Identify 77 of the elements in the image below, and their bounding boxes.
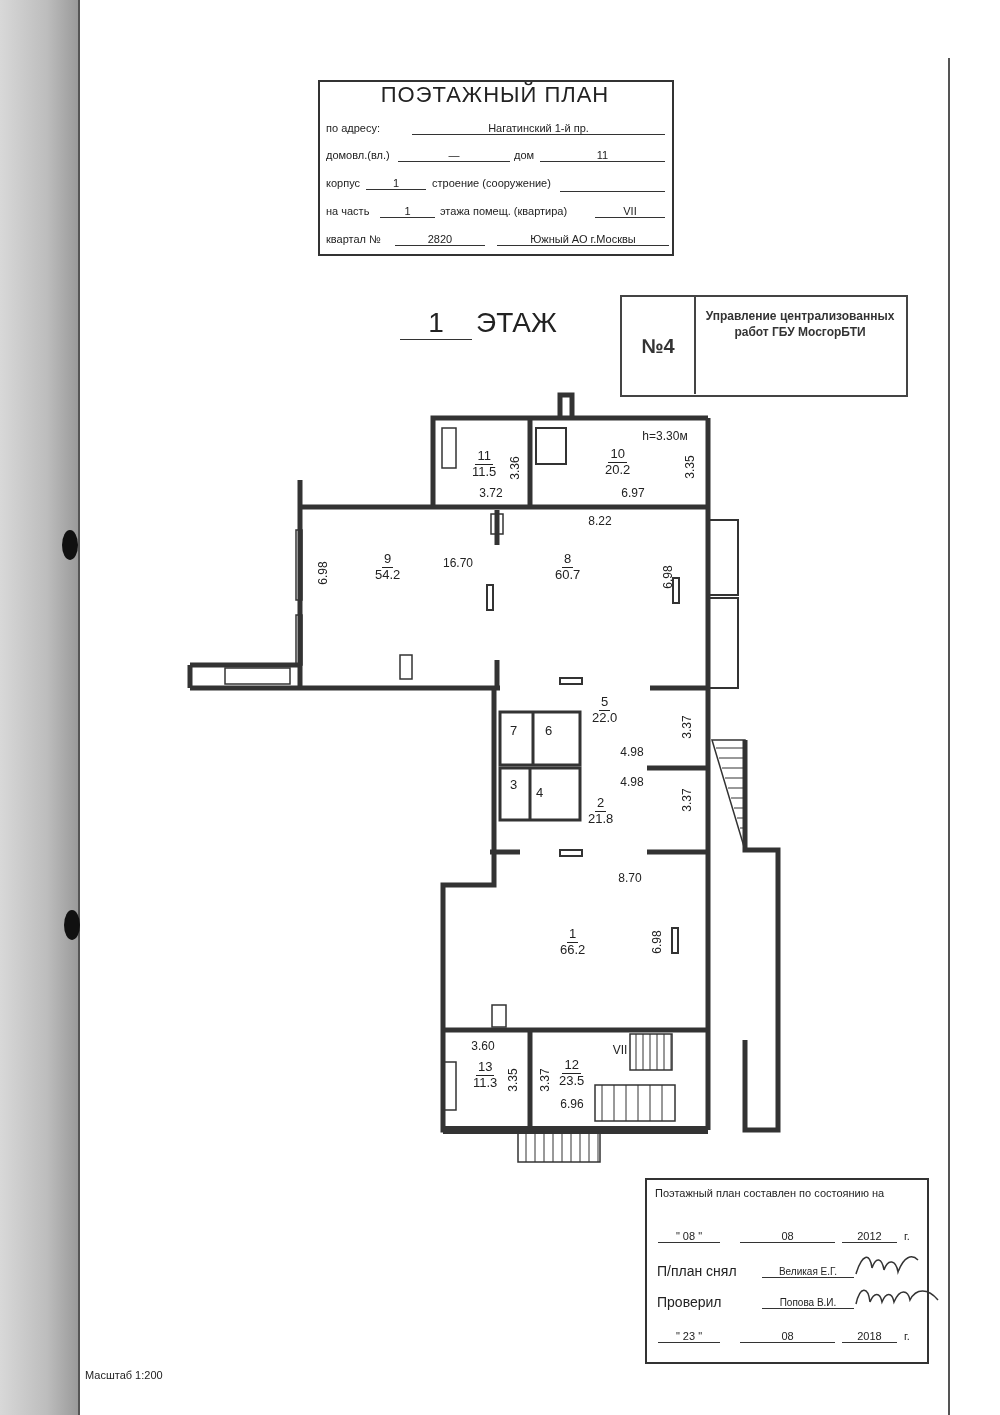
room-number: 9 bbox=[382, 552, 394, 568]
form-label: на часть bbox=[326, 205, 370, 218]
form-label: корпус bbox=[326, 177, 360, 190]
form-label: домовл.(вл.) bbox=[326, 149, 390, 162]
dimension-label: 3.35 bbox=[507, 1068, 519, 1092]
room-number: 6 bbox=[544, 724, 554, 739]
field-value: 08 bbox=[740, 1230, 835, 1244]
room-area: 22.0 bbox=[592, 710, 618, 726]
field-value: 1 bbox=[380, 205, 435, 219]
field-value: Великая Е.Г. bbox=[762, 1266, 854, 1278]
form-label: дом bbox=[514, 149, 535, 162]
floor-heading: 1 bbox=[400, 308, 472, 340]
room-area: 20.2 bbox=[605, 462, 631, 478]
room-area: 11.3 bbox=[473, 1075, 498, 1091]
form-label: Поэтажный план составлен по состоянию на bbox=[655, 1187, 885, 1200]
field-value: 2820 bbox=[395, 233, 485, 247]
room-number: 1 bbox=[567, 927, 579, 943]
room-number: 11 bbox=[475, 449, 493, 465]
field-value: " 23 " bbox=[658, 1330, 720, 1344]
room-number: 10 bbox=[608, 447, 627, 463]
dimension-label: 6.97 bbox=[621, 487, 645, 499]
dimension-label: 8.70 bbox=[618, 872, 642, 884]
dimension-label: 3.35 bbox=[684, 455, 696, 479]
room-number: 8 bbox=[562, 552, 574, 568]
dimension-label: 3.37 bbox=[681, 715, 693, 739]
dimension-label: 3.37 bbox=[681, 788, 693, 812]
stamp-text: Управление централизованных работ ГБУ МосгорБТИ bbox=[704, 308, 896, 341]
dimension-label: 6.98 bbox=[317, 561, 329, 585]
form-label: Масштаб 1:200 bbox=[85, 1369, 163, 1382]
room-area: 23.5 bbox=[559, 1073, 585, 1089]
dimension-label: 3.72 bbox=[479, 487, 503, 499]
form-label: квартал № bbox=[326, 233, 381, 246]
form-label: П/план снял bbox=[657, 1264, 737, 1280]
field-value: Попова В.И. bbox=[762, 1297, 854, 1309]
dimension-label: 6.96 bbox=[560, 1098, 584, 1110]
room-area: 21.8 bbox=[588, 811, 614, 827]
dimension-label: VII bbox=[612, 1044, 628, 1056]
dimension-label: h=3.30м bbox=[642, 430, 688, 442]
room-number: 3 bbox=[509, 778, 519, 793]
form-label: Проверил bbox=[657, 1295, 722, 1311]
form-label: строение (сооружение) bbox=[432, 177, 551, 190]
field-value: Южный АО г.Москвы bbox=[497, 233, 669, 247]
form-label: этажа помещ. (квартира) bbox=[440, 205, 568, 218]
field-value: VII bbox=[595, 205, 665, 219]
field-value: Нагатинский 1-й пр. bbox=[412, 122, 665, 136]
dimension-label: 4.98 bbox=[620, 776, 644, 788]
dimension-label: 8.22 bbox=[588, 515, 612, 527]
field-value: 11 bbox=[540, 149, 665, 163]
room-area: 11.5 bbox=[472, 464, 497, 480]
room-number: 7 bbox=[509, 724, 519, 739]
field-value: 1 bbox=[366, 177, 426, 191]
field-value: — bbox=[398, 149, 510, 163]
dimension-label: 3.37 bbox=[539, 1068, 551, 1092]
dimension-label: 6.98 bbox=[662, 565, 674, 589]
room-number: 5 bbox=[599, 695, 611, 711]
room-area: 54.2 bbox=[375, 567, 401, 583]
form-label: г. bbox=[904, 1230, 910, 1243]
dimension-label: 4.98 bbox=[620, 746, 644, 758]
floor-heading: ЭТАЖ bbox=[476, 308, 557, 339]
field-value: 2018 bbox=[842, 1330, 897, 1344]
form-title: ПОЭТАЖНЫЙ ПЛАН bbox=[379, 82, 611, 108]
dimension-label: 3.36 bbox=[509, 456, 521, 480]
room-area: 60.7 bbox=[555, 567, 581, 583]
room-number: 4 bbox=[535, 786, 545, 801]
room-number: 12 bbox=[562, 1058, 581, 1074]
room-area: 66.2 bbox=[560, 942, 586, 958]
dimension-label: 16.70 bbox=[443, 557, 473, 569]
room-number: 2 bbox=[595, 796, 607, 812]
form-label: г. bbox=[904, 1330, 910, 1343]
dimension-label: 6.98 bbox=[651, 930, 663, 954]
stamp-text: №4 bbox=[640, 334, 676, 359]
room-number: 13 bbox=[475, 1060, 495, 1076]
form-label: по адресу: bbox=[326, 122, 380, 135]
field-value: " 08 " bbox=[658, 1230, 720, 1244]
field-value: 2012 bbox=[842, 1230, 897, 1244]
field-value: 08 bbox=[740, 1330, 835, 1344]
dimension-label: 3.60 bbox=[471, 1040, 495, 1052]
